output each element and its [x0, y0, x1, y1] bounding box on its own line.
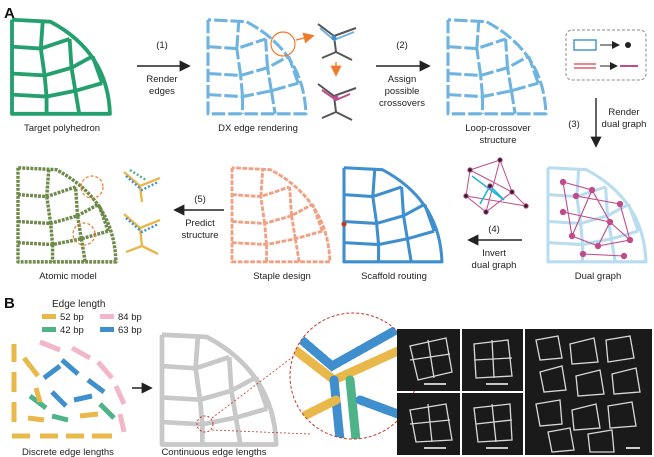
legend-swatch-42 — [42, 327, 56, 332]
caption-loop-crossover-line2: structure — [480, 135, 517, 146]
caption-dx-edge-rendering: DX edge rendering — [218, 123, 298, 134]
step-1-label-line1: Render — [146, 74, 177, 85]
caption-loop-crossover-line1: Loop-crossover — [465, 123, 530, 134]
step-4-number: (4) — [488, 224, 500, 235]
legend-label-63: 63 bp — [118, 325, 142, 336]
micrograph-panels — [397, 329, 652, 455]
step-5-label-line2: structure — [182, 230, 219, 241]
staple-design-mesh — [232, 168, 330, 262]
legend-title: Edge length — [52, 299, 105, 310]
step-2-number: (2) — [396, 40, 408, 51]
legend-label-52: 52 bp — [60, 312, 84, 323]
step-4-label-line2: dual graph — [472, 260, 517, 271]
discrete-edge-segments — [12, 342, 124, 436]
step-1-label-line2: edges — [149, 86, 175, 97]
atomic-detail-bottom — [124, 214, 160, 254]
caption-scaffold-routing: Scaffold routing — [361, 271, 427, 282]
zoom-line-bottom — [212, 430, 310, 434]
legend-swatch-84 — [100, 314, 114, 319]
caption-discrete-edge-lengths: Discrete edge lengths — [22, 447, 114, 457]
target-polyhedron-mesh — [12, 20, 110, 114]
legend-label-42: 42 bp — [60, 325, 84, 336]
step-2-label-line1: Assign — [388, 74, 417, 85]
step-3-label-line2: dual graph — [602, 119, 647, 130]
continuous-edge-mesh — [162, 335, 276, 445]
legend-swatch-52 — [42, 314, 56, 319]
step-2-label-line3: crossovers — [379, 98, 425, 109]
highlight-circle — [271, 32, 295, 56]
step-2-label-line2: possible — [385, 86, 420, 97]
micrograph-4 — [462, 393, 523, 455]
caption-target-polyhedron: Target polyhedron — [24, 123, 100, 134]
panel-b-label: B — [4, 295, 15, 312]
zoom-line-top — [212, 356, 294, 418]
atomic-detail-top — [124, 170, 160, 202]
atomic-highlight-bottom — [73, 223, 95, 245]
scaffold-start-marker — [341, 221, 346, 226]
caption-atomic-model: Atomic model — [39, 271, 97, 282]
legend-swatch-63 — [100, 327, 114, 332]
step-3-label-line1: Render — [608, 107, 639, 118]
edge-length-legend: 52 bp 84 bp 42 bp 63 bp — [42, 312, 142, 336]
caption-staple-design: Staple design — [253, 271, 311, 282]
step-5-number: (5) — [194, 194, 206, 205]
step-4-label-line1: Invert — [482, 248, 506, 259]
loop-crossover-mesh — [448, 20, 546, 114]
arrow-zoom-detail — [296, 36, 312, 40]
legend-label-84: 84 bp — [118, 312, 142, 323]
atomic-model-mesh — [18, 168, 116, 262]
crossover-legend-box — [566, 30, 646, 80]
inverted-dual-graph — [464, 158, 528, 214]
micrograph-1 — [397, 329, 460, 391]
caption-continuous-edge-lengths: Continuous edge lengths — [161, 447, 266, 457]
step-3-number: (3) — [568, 119, 580, 130]
scaffold-routing-mesh — [344, 168, 442, 262]
crossover-detail-top — [318, 24, 356, 60]
step-5-label-line1: Predict — [185, 218, 215, 229]
crossover-detail-bottom — [318, 84, 356, 120]
step-1-number: (1) — [156, 40, 168, 51]
dx-edge-mesh — [208, 20, 306, 114]
micrograph-3 — [397, 393, 460, 455]
caption-dual-graph: Dual graph — [575, 271, 621, 282]
